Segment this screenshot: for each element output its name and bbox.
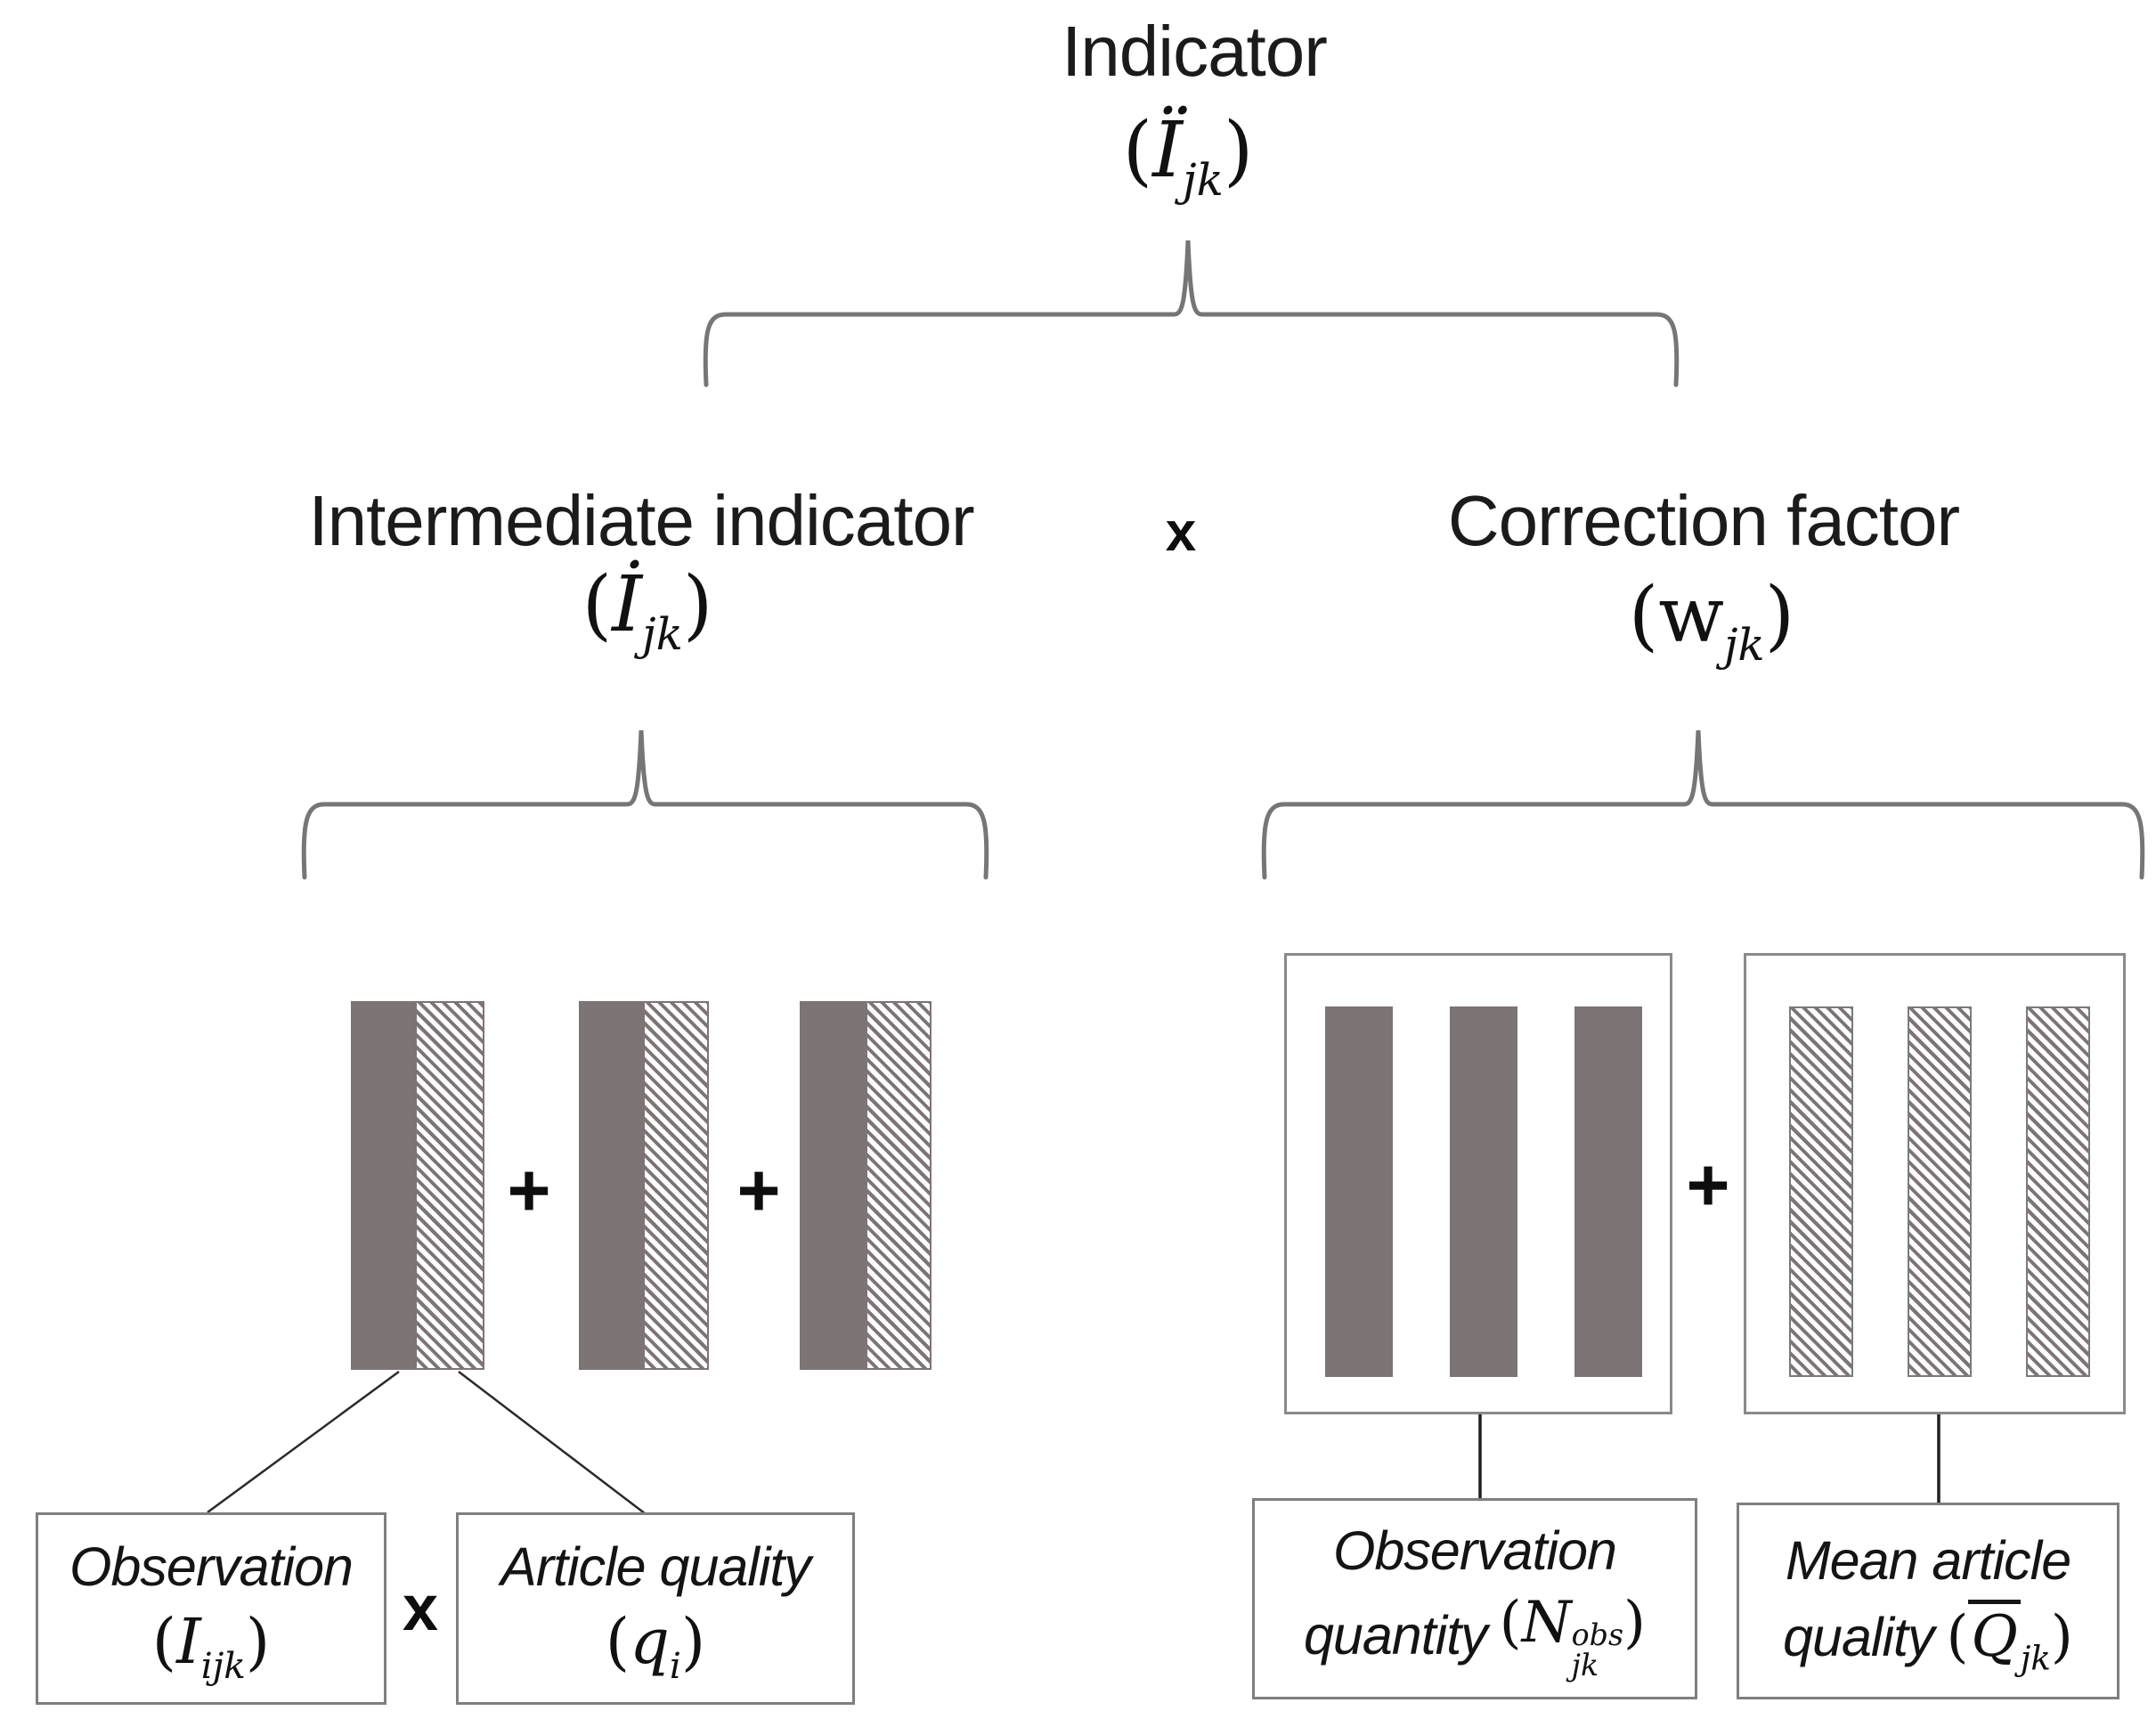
obs-qty-symbol-base: N [1521,1589,1572,1656]
leader-line-observation [207,1370,400,1514]
leader-line-article-quality [458,1371,654,1520]
quantity-solid-bar-1 [1325,1006,1393,1377]
article-quality-leaf-box: Article quality (qi) [456,1512,855,1705]
intermediate-hatched-bar-2 [643,1001,709,1370]
intermediate-indicator-label: Intermediate indicator [308,481,974,560]
observation-label: Observation [69,1536,354,1598]
observation-paren-close: ) [245,1605,271,1679]
title-paren-close: ) [1223,106,1254,195]
observation-symbol-sub: ijk [200,1644,246,1688]
article-quality-symbol: (qi) [606,1606,705,1684]
intermediate-hatched-bar-1 [415,1001,484,1370]
title-symbol: (Ïjk) [1123,112,1254,203]
mean-article-quality-symbol: (Qjk) [1946,1600,2073,1678]
intermediate-paren-close: ) [682,560,713,649]
observation-quantity-label-line1: Observation [1333,1520,1617,1582]
mean-article-quality-label-line1: Mean article [1785,1530,2071,1592]
plus-operator-1: + [507,1148,551,1232]
multiply-operator-top: x [1165,501,1197,563]
intermediate-solid-bar-3 [800,1001,866,1370]
observation-quantity-label-line2: quantity [1304,1604,1488,1666]
obs-qty-paren-open: ( [1499,1589,1522,1656]
mean-article-quality-leaf-box: Mean article quality (Qjk) [1737,1503,2119,1699]
observation-quantity-group-box [1284,953,1672,1414]
correction-factor-label: Correction factor [1447,481,1960,560]
intermediate-indicator-symbol: (İjk) [582,566,713,657]
quantity-solid-bar-3 [1574,1006,1642,1377]
quantity-solid-bar-2 [1450,1006,1517,1377]
obs-qty-symbol-sup: obs [1571,1617,1624,1652]
intermediate-symbol-base: İ [612,560,643,649]
mean-q-symbol-base: Q [1968,1600,2021,1666]
title-label: Indicator [1062,12,1328,91]
correction-symbol-base: w [1658,571,1724,660]
mean-q-paren-close: ) [2050,1604,2073,1671]
plus-operator-3: + [1686,1143,1730,1226]
correction-paren-close: ) [1764,571,1795,660]
multiply-operator-bottom: x [402,1573,439,1644]
article-symbol-base: q [630,1605,670,1679]
title-symbol-sub: jk [1183,153,1224,206]
obs-qty-paren-close: ) [1623,1589,1646,1656]
quality-hatched-bar-2 [1908,1006,1972,1377]
observation-paren-open: ( [151,1605,177,1679]
obs-qty-symbol-sub: jk [1571,1647,1599,1682]
observation-symbol: (Iijk) [152,1606,270,1684]
article-paren-open: ( [605,1605,631,1679]
quality-hatched-bar-3 [2026,1006,2090,1377]
left-brace [301,729,989,880]
right-brace [1261,729,2145,880]
observation-symbol-base: I [176,1605,201,1679]
mean-article-quality-label-line2: quality [1783,1607,1934,1668]
title-paren-open: ( [1122,106,1153,195]
intermediate-symbol-sub: jk [642,607,683,660]
title-symbol-base: Ï [1152,106,1184,195]
correction-symbol-sub: jk [1723,618,1765,671]
article-paren-close: ) [680,1605,706,1679]
mean-q-paren-open: ( [1946,1604,1969,1671]
article-quality-label: Article quality [500,1536,811,1598]
mean-quality-group-box [1744,953,2126,1414]
correction-paren-open: ( [1628,571,1659,660]
correction-factor-symbol: (wjk) [1629,577,1794,668]
intermediate-hatched-bar-3 [866,1001,932,1370]
intermediate-solid-bar-2 [579,1001,643,1370]
observation-leaf-box: Observation (Iijk) [36,1512,386,1705]
intermediate-paren-open: ( [582,560,613,649]
mean-q-symbol-sub: jk [2020,1639,2051,1678]
plus-operator-2: + [736,1148,781,1232]
intermediate-solid-bar-1 [351,1001,415,1370]
quality-hatched-bar-1 [1789,1006,1853,1377]
article-symbol-sub: i [669,1644,681,1688]
top-brace [703,240,1680,387]
